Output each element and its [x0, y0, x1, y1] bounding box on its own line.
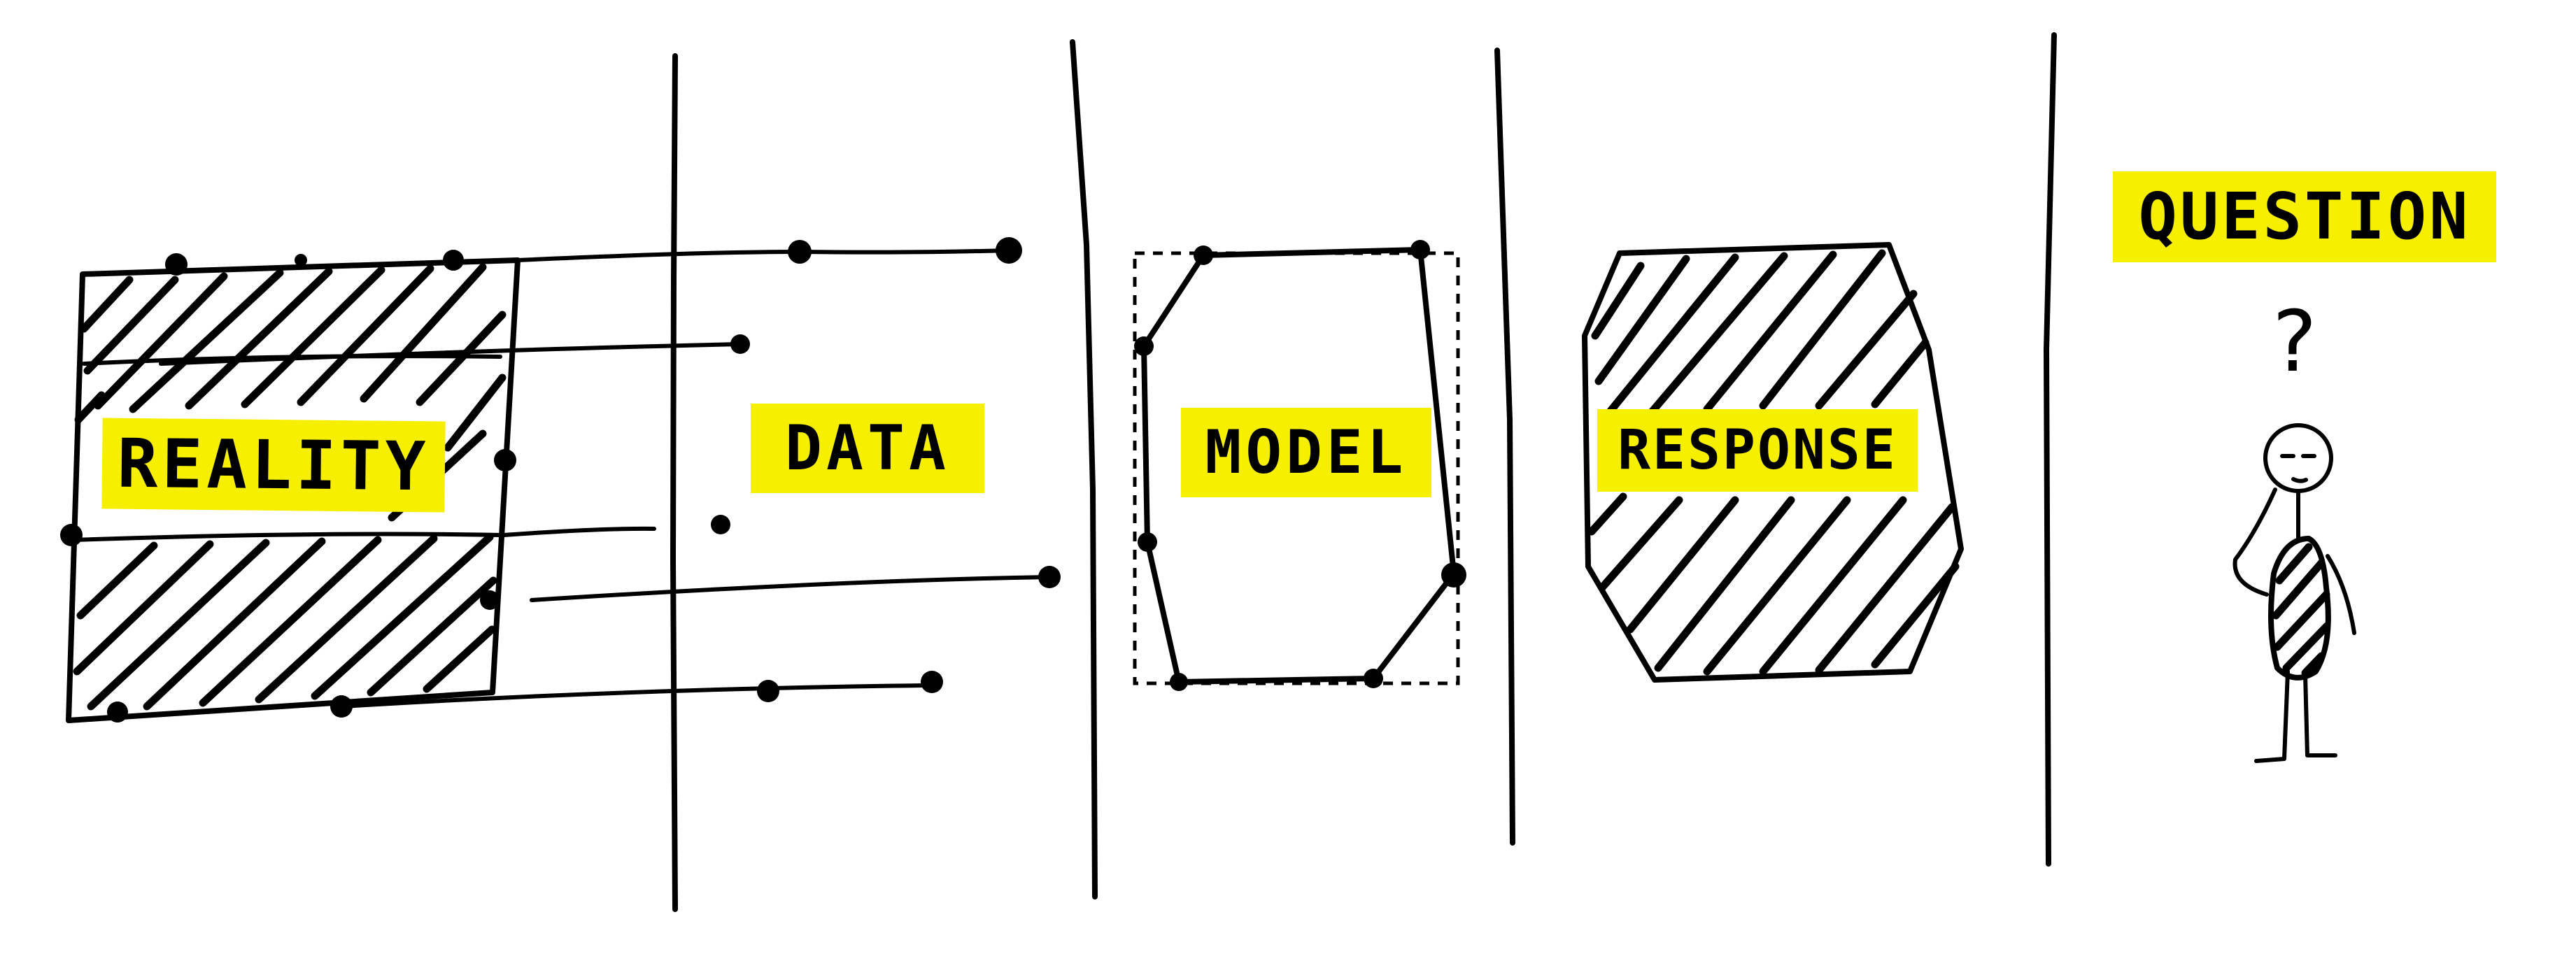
response-hatching	[1587, 249, 1960, 676]
response-shape	[1582, 242, 1964, 683]
stick-figure	[2232, 423, 2356, 763]
figure-hatching	[2272, 543, 2331, 677]
question-label: QUESTION	[2113, 171, 2496, 262]
response-label: RESPONSE	[1597, 409, 1918, 492]
question-mark: ?	[2272, 294, 2317, 391]
reality-box	[60, 250, 521, 723]
divider-line-3	[1494, 48, 1515, 846]
data-lines	[159, 237, 1061, 709]
model-shape	[1133, 240, 1466, 691]
divider-line-2	[1070, 39, 1098, 899]
divider-line-1	[670, 53, 678, 912]
model-label: MODEL	[1181, 408, 1431, 497]
data-label: DATA	[751, 404, 984, 493]
reality-label: REALITY	[101, 418, 446, 513]
reality-hatching	[73, 263, 507, 711]
divider-line-4	[2044, 32, 2057, 867]
